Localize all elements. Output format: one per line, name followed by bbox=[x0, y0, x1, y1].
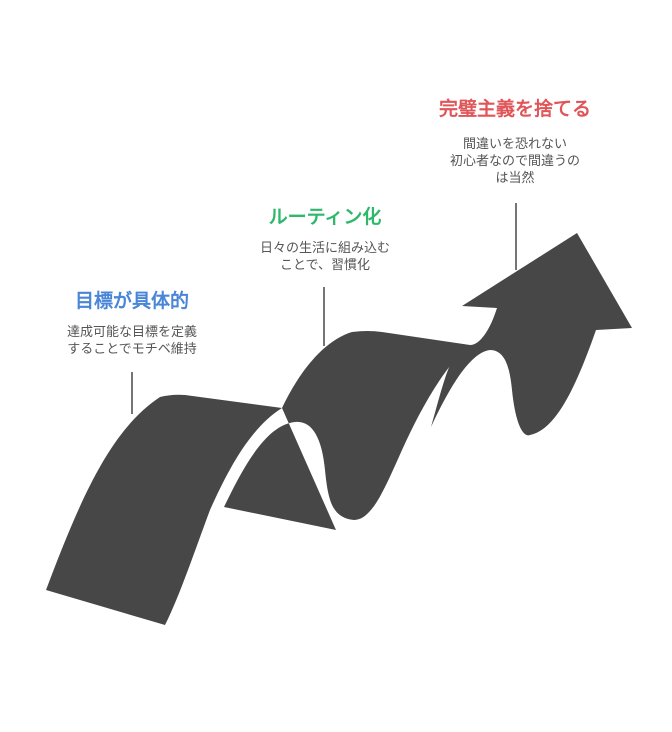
step-description-2: 日々の生活に組み込む ことで、習慣化 bbox=[205, 240, 445, 274]
ribbon-segment-1 bbox=[46, 394, 282, 625]
step-title-3: 完璧主義を捨てる bbox=[438, 98, 591, 120]
step-2-line-2: ことで、習慣化 bbox=[279, 258, 371, 273]
step-2-line-1: 日々の生活に組み込む bbox=[259, 241, 390, 256]
step-title-1: 目標が具体的 bbox=[74, 290, 189, 312]
step-1-line-2: することでモチベ維持 bbox=[67, 342, 197, 357]
step-3-line-3: は当然 bbox=[495, 171, 535, 186]
ribbon-segment-2 bbox=[224, 331, 470, 530]
step-description-1: 達成可能な目標を定義 することでモチベ維持 bbox=[12, 324, 252, 358]
arrow-head-segment bbox=[431, 233, 632, 441]
step-1-line-1: 達成可能な目標を定義 bbox=[66, 325, 197, 340]
step-description-3: 間違いを恐れない 初心者なので間違うの は当然 bbox=[395, 136, 635, 187]
step-title-2: ルーティン化 bbox=[268, 206, 382, 228]
step-3-line-2: 初心者なので間違うの bbox=[449, 154, 580, 169]
step-3-line-1: 間違いを恐れない bbox=[462, 137, 567, 152]
